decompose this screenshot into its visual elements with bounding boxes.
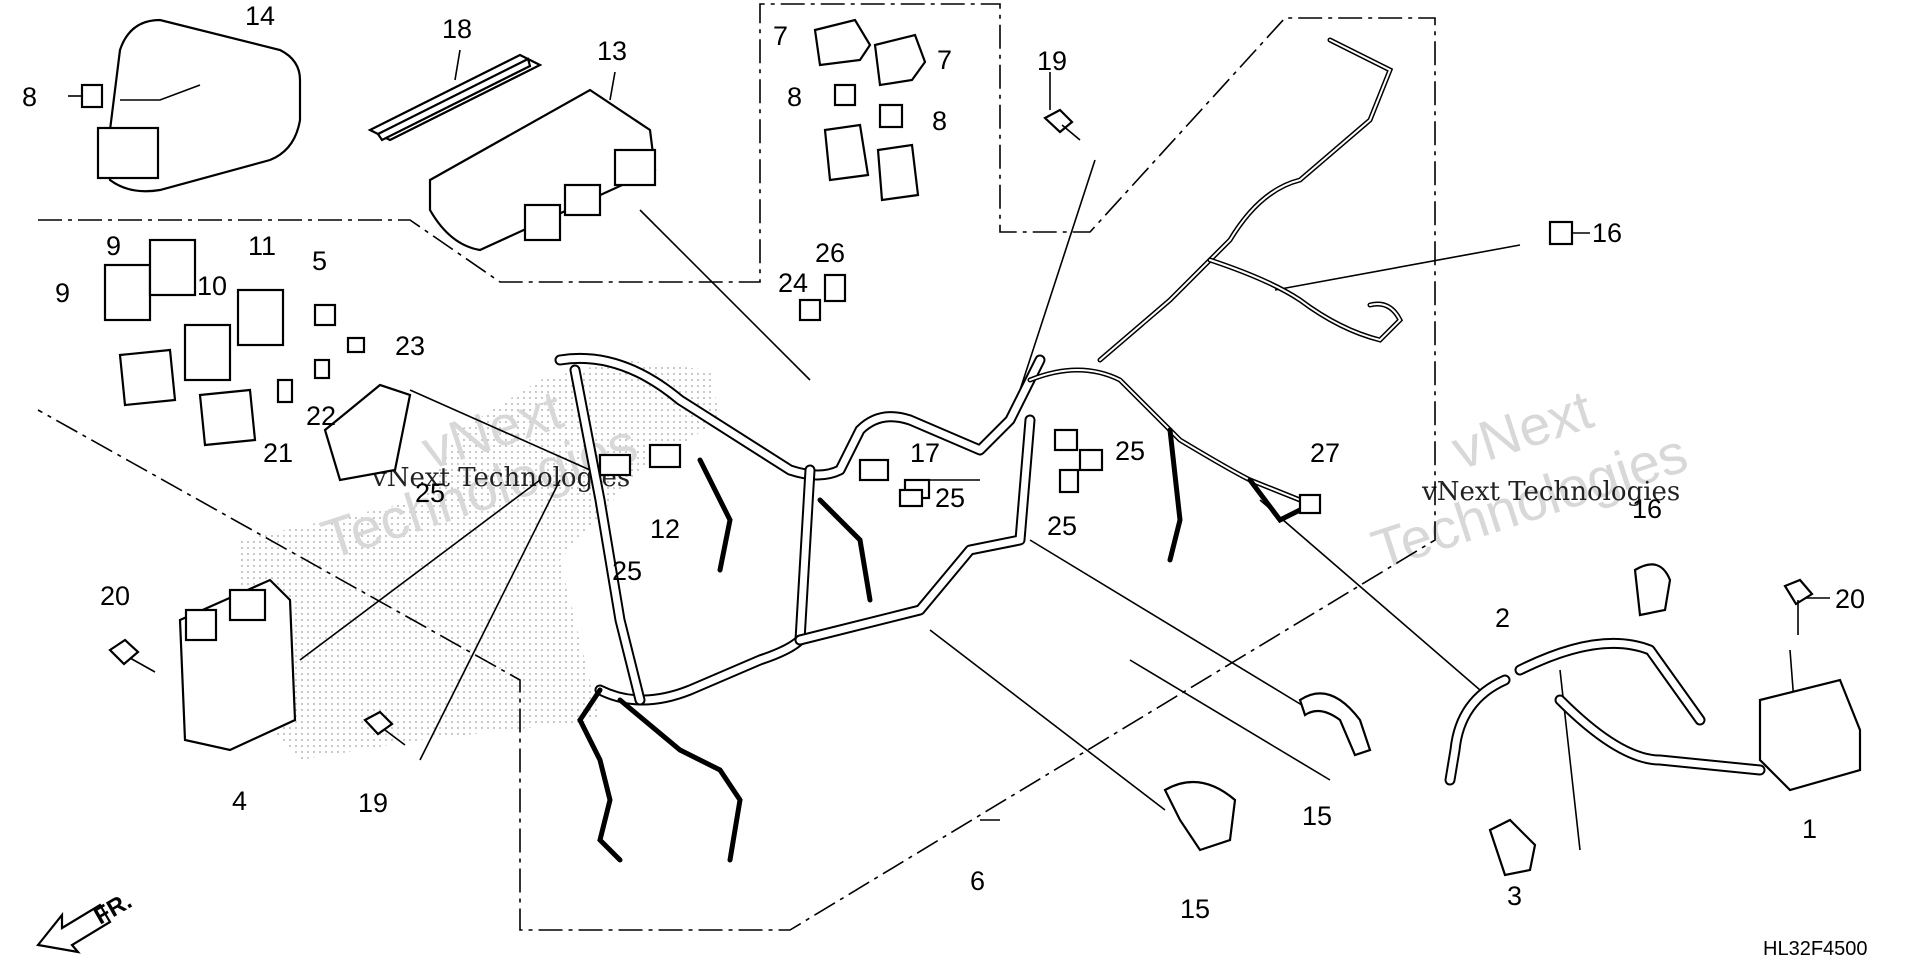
callout-15: 15 <box>1180 894 1210 924</box>
part-relays-left <box>103 238 412 482</box>
callout-20: 20 <box>100 581 130 611</box>
reference-code: HL32F4500 <box>1763 938 1868 960</box>
callout-13: 13 <box>597 36 627 66</box>
callout-16: 16 <box>1632 494 1662 524</box>
part-relays-top <box>813 18 927 202</box>
callout-7: 7 <box>937 45 952 75</box>
callout-7: 7 <box>773 21 788 51</box>
callout-25: 25 <box>612 556 642 586</box>
callout-17: 17 <box>910 438 940 468</box>
callout-2: 2 <box>1495 603 1510 633</box>
leader-lines <box>68 39 1830 851</box>
callout-27: 27 <box>1310 438 1340 468</box>
callout-8: 8 <box>787 82 802 112</box>
part-fuse-small-8 <box>80 83 104 109</box>
front-arrow: FR. <box>35 887 136 954</box>
callout-8: 8 <box>22 82 37 112</box>
callout-25: 25 <box>415 478 445 508</box>
callout-8: 8 <box>932 106 947 136</box>
group-boundaries <box>37 3 1436 931</box>
callout-18: 18 <box>442 14 472 44</box>
callout-4: 4 <box>232 786 247 816</box>
callout-10: 10 <box>197 271 227 301</box>
part-clamps <box>1163 692 1372 852</box>
callout-16: 16 <box>1592 218 1622 248</box>
callout-24: 24 <box>778 268 808 298</box>
callout-15: 15 <box>1302 801 1332 831</box>
callout-25: 25 <box>1115 436 1145 466</box>
part-fuse-box-cover <box>96 18 302 193</box>
callout-25: 25 <box>1047 511 1077 541</box>
callout-14: 14 <box>245 1 275 31</box>
callout-1: 1 <box>1802 814 1817 844</box>
callout-20: 20 <box>1835 584 1865 614</box>
part-main-harness <box>554 37 1404 863</box>
part-strap <box>367 53 543 142</box>
callout-19: 19 <box>1037 46 1067 76</box>
callout-5: 5 <box>312 246 327 276</box>
callout-22: 22 <box>306 401 336 431</box>
watermark-text-right: vNext Technologies <box>1421 477 1680 507</box>
part-clip-right <box>1633 563 1672 617</box>
callout-11: 11 <box>248 231 276 261</box>
callout-6: 6 <box>970 866 985 896</box>
callout-9: 9 <box>55 278 70 308</box>
part-bolts <box>108 108 1814 746</box>
callout-21: 21 <box>263 438 293 468</box>
callouts: 14 8 18 13 7 7 8 8 19 16 9 9 10 11 5 23 … <box>22 1 1865 924</box>
part-ignition-coil <box>1444 637 1862 877</box>
callout-26: 26 <box>815 238 845 268</box>
callout-3: 3 <box>1507 881 1522 911</box>
boundary-relays <box>37 3 1436 931</box>
callout-12: 12 <box>650 514 680 544</box>
callout-19: 19 <box>358 788 388 818</box>
callout-25: 25 <box>935 483 965 513</box>
part-harness-connectors <box>598 220 1574 515</box>
callout-23: 23 <box>395 331 425 361</box>
part-ecu <box>428 88 657 252</box>
callout-9: 9 <box>106 231 121 261</box>
part-control-unit <box>178 578 297 752</box>
